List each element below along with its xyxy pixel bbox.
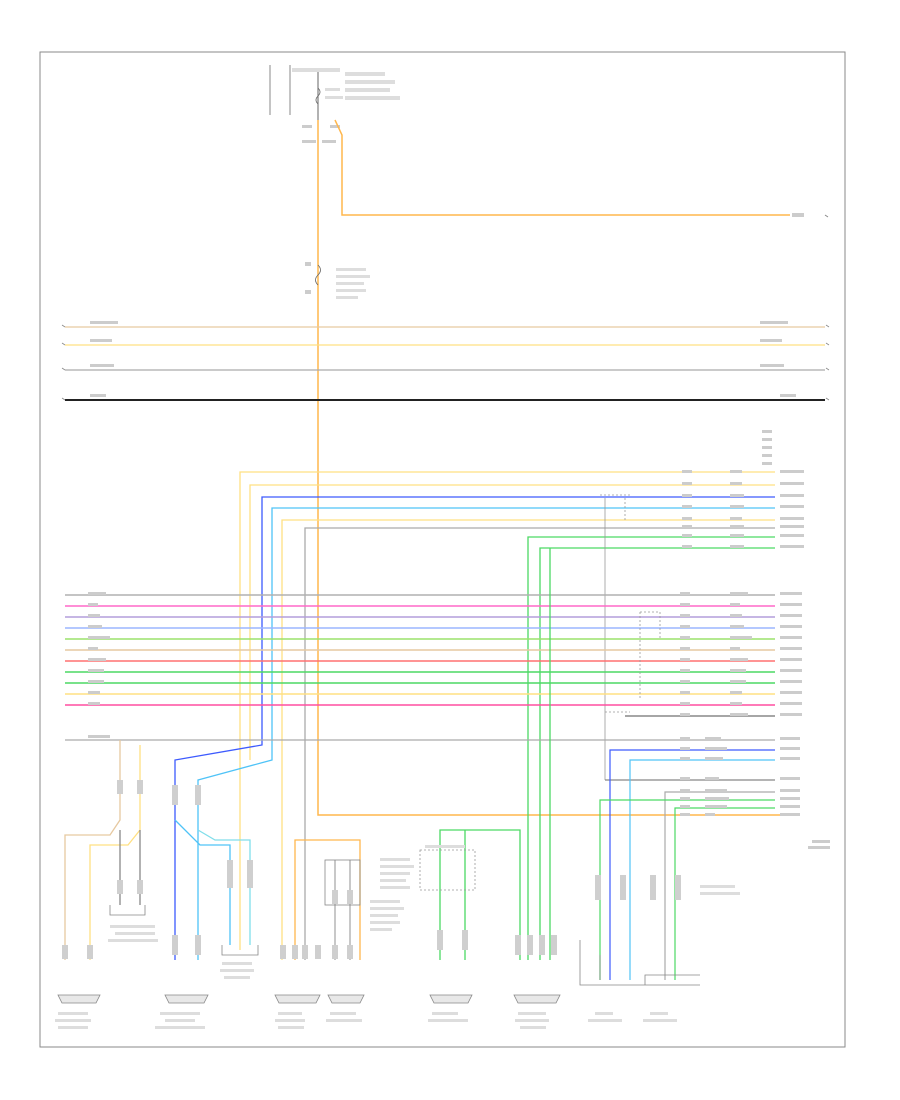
inline-fuse-mid bbox=[305, 262, 370, 299]
bus-labels-middle bbox=[88, 592, 802, 716]
speaker-feeds-upper bbox=[174, 471, 775, 960]
amplifier-connector bbox=[762, 430, 772, 465]
power-feed-wire bbox=[317, 119, 790, 816]
speaker-connector-left-subwoofer bbox=[588, 1012, 622, 1022]
speaker-connector-left-rear-tweeter bbox=[326, 994, 365, 1022]
bus-wires-upper bbox=[65, 326, 825, 401]
speaker-connector-right-rear bbox=[513, 994, 561, 1029]
speaker-connector-left-front bbox=[55, 994, 101, 1029]
line-end-markers bbox=[61, 324, 830, 401]
bus-labels-lower bbox=[88, 735, 830, 849]
speaker-connector-left-rear bbox=[274, 994, 321, 1029]
diagram-frame bbox=[39, 51, 846, 1048]
splice-middle bbox=[605, 611, 661, 713]
right-front-drops bbox=[174, 819, 251, 945]
rear-drops bbox=[334, 548, 551, 960]
right-door-tweeter-box bbox=[220, 945, 259, 979]
speaker-connector-center bbox=[428, 994, 473, 1022]
feed-labels-upper bbox=[682, 470, 804, 548]
splice-upper bbox=[600, 494, 630, 780]
subwoofer-enclosure bbox=[579, 885, 740, 986]
rear-tweeter-mid bbox=[324, 859, 404, 931]
speaker-connector-right-subwoofer bbox=[643, 1012, 677, 1022]
fuse-block-top bbox=[269, 65, 400, 143]
pin-blocks bbox=[62, 780, 681, 959]
center-splice-box bbox=[380, 845, 476, 891]
bus-wires-middle bbox=[65, 594, 775, 717]
bus-wires-lower bbox=[65, 739, 775, 980]
speaker-connector-right-front bbox=[155, 994, 209, 1029]
bus-labels-upper bbox=[90, 321, 796, 397]
left-door-tweeter-box bbox=[108, 905, 158, 942]
